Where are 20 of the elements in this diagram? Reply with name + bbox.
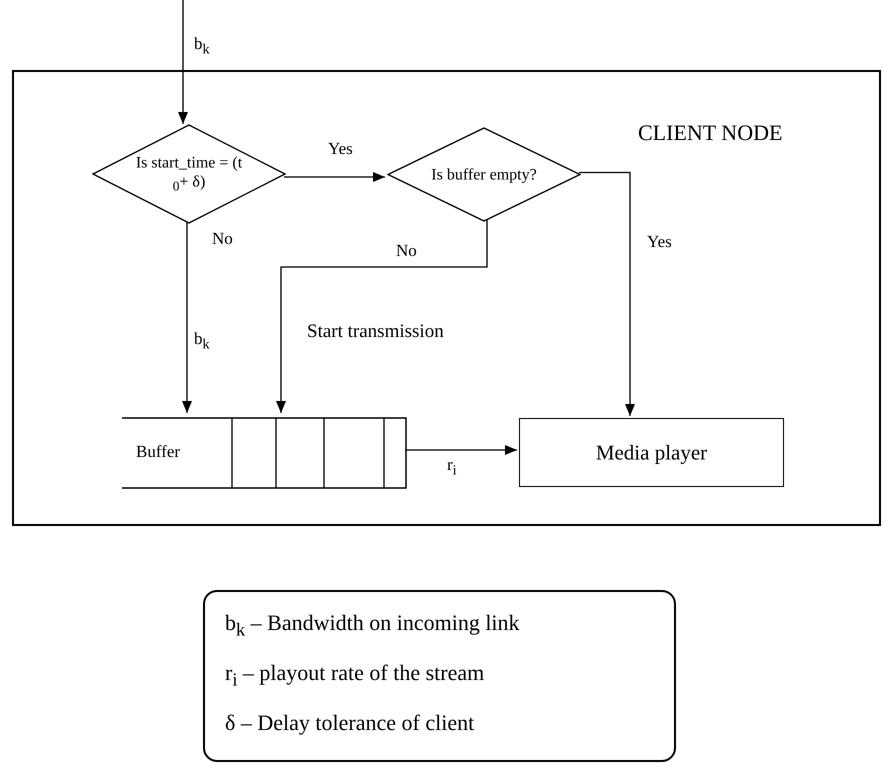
legend-entry: b$_{k}$ – Bandwidth on incoming link	[225, 610, 520, 642]
arrow	[405, 445, 517, 455]
buffer-label: Buffer	[136, 442, 180, 462]
buffer-queue	[122, 417, 407, 489]
client-node-frame	[12, 70, 881, 526]
process-box	[519, 418, 784, 487]
legend-entry: δ – Delay tolerance of client	[225, 710, 474, 736]
legend-box	[203, 590, 676, 762]
arrow	[182, 222, 192, 413]
decision-diamond	[92, 124, 286, 224]
box-label: Media player	[596, 440, 708, 466]
decision-diamond	[387, 127, 581, 222]
arrow	[276, 220, 488, 413]
legend-entry: r$_{i}$ – playout rate of the stream	[225, 660, 484, 692]
decision-text: Is start_time = (t $_{0}$+ δ)	[136, 153, 242, 195]
arrow	[579, 172, 635, 416]
arrow	[284, 172, 385, 182]
frame-title: CLIENT NODE	[638, 120, 782, 146]
decision-text: Is buffer empty?	[430, 164, 538, 184]
arrow	[178, 0, 188, 124]
